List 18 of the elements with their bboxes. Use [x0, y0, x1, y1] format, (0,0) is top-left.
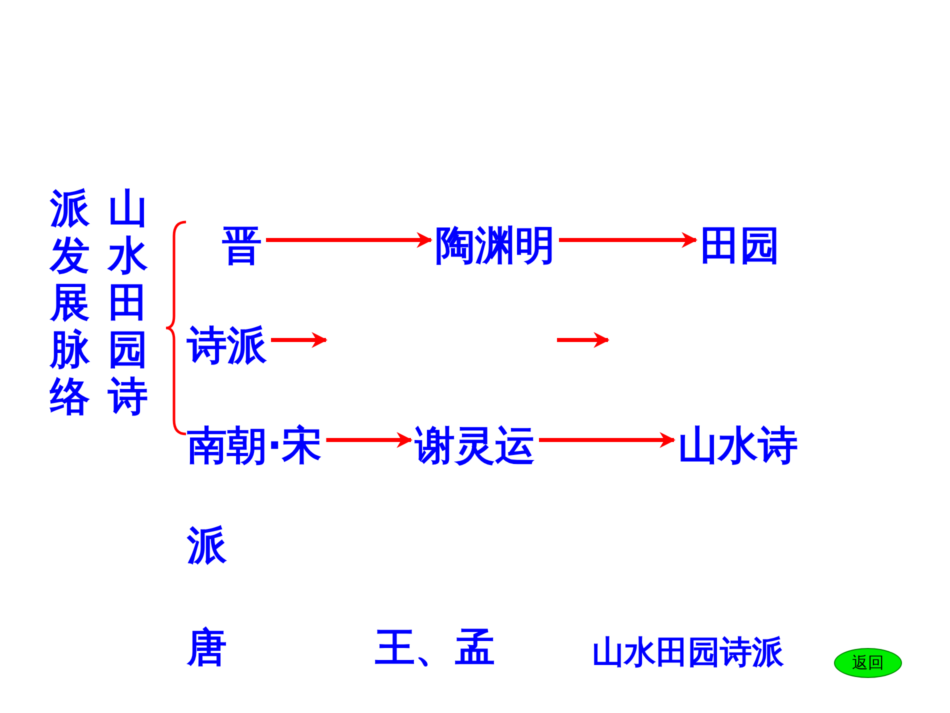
stage-text: 唐 — [187, 624, 227, 672]
arrow — [539, 432, 676, 448]
back-button: 返回 — [834, 648, 902, 678]
stage-text: 田园 — [700, 222, 780, 270]
stage-text: 派 — [187, 522, 227, 570]
stage-text: 山水田园诗派 — [592, 632, 784, 673]
stage-text: 谢灵运 — [415, 422, 535, 470]
stage-text: 南朝·宋 — [187, 422, 322, 470]
stage-text: 陶渊明 — [435, 222, 555, 270]
stage-text: 诗派 — [187, 322, 267, 370]
stage-text: 山水诗 — [678, 422, 798, 470]
arrow — [326, 432, 413, 448]
arrow — [559, 232, 698, 248]
arrow — [271, 332, 328, 348]
stage-text: 王、孟 — [375, 624, 495, 672]
stage-text: 晋 — [222, 222, 262, 270]
arrow — [266, 232, 433, 248]
vertical-title: 山水田园诗派发展脉络 — [48, 186, 148, 421]
